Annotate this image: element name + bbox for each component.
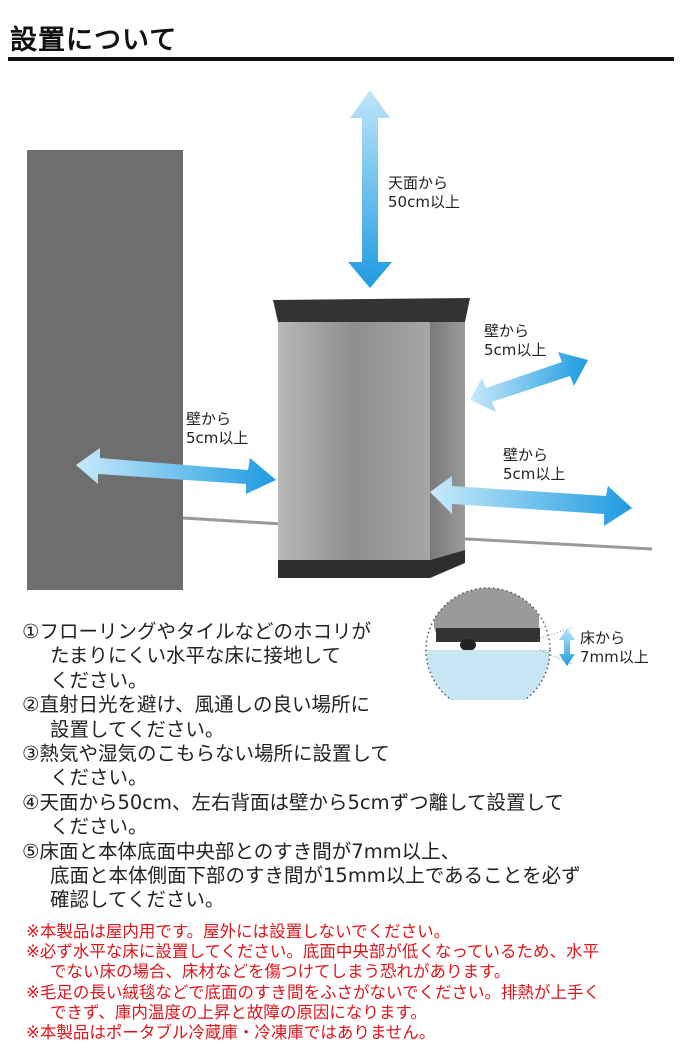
label-line: 50cm以上 — [388, 193, 460, 211]
instruction-3-line-2: ください。 — [50, 766, 148, 790]
label-line: 5cm以上 — [503, 465, 566, 483]
arrow-right — [430, 476, 632, 526]
installation-diagram — [27, 90, 653, 700]
label-line: 7mm以上 — [580, 648, 649, 666]
instruction-4-line-2: ください。 — [50, 815, 148, 839]
label-top-clearance: 天面から 50cm以上 — [388, 174, 460, 212]
label-line: 5cm以上 — [484, 341, 547, 359]
label-left-clearance: 壁から 5cm以上 — [186, 410, 248, 448]
fridge-illustration — [273, 298, 470, 578]
arrow-top — [348, 90, 392, 288]
instruction-1-line-3: ください。 — [50, 668, 148, 692]
label-line: 天面から — [388, 174, 449, 192]
note-2-line-1: ※必ず水平な床に設置してください。底面中央部が低くなっているため、水平 — [26, 942, 600, 962]
label-right-clearance: 壁から 5cm以上 — [503, 446, 565, 484]
warning-notes: ※本製品は屋内用です。屋外には設置しないでください。 ※必ず水平な床に設置してく… — [26, 922, 600, 1043]
note-1: ※本製品は屋内用です。屋外には設置しないでください。 — [26, 922, 451, 941]
label-line: 壁から — [503, 446, 549, 464]
instruction-2-line-1: ②直射日光を避け、風通しの良い場所に — [22, 693, 371, 717]
label-back-clearance: 壁から 5cm以上 — [484, 322, 546, 360]
floor-gap-inset — [426, 588, 550, 700]
note-3-line-2: できず、庫内温度の上昇と故障の原因になります。 — [50, 1002, 427, 1022]
instruction-3-line-1: ③熱気や湿気のこもらない場所に設置して — [22, 742, 390, 766]
title-divider — [8, 57, 674, 61]
instruction-5-line-3: 確認してください。 — [50, 888, 225, 912]
label-line: 5cm以上 — [186, 429, 249, 447]
instruction-5-line-1: ⑤床面と本体底面中央部とのすき間が7mm以上、 — [22, 839, 461, 863]
note-2-line-2: でない床の場合、床材などを傷つけてしまう恐れがあります。 — [50, 962, 511, 982]
arrow-back — [470, 352, 588, 412]
arrow-left — [76, 448, 276, 494]
note-3-line-1: ※毛足の長い絨毯などで底面のすき間をふさがないでください。排熱が上手く — [26, 982, 601, 1002]
label-line: 壁から — [484, 322, 530, 340]
instruction-4-line-1: ④天面から50cm、左右背面は壁から5cmずつ離して設置して — [22, 790, 564, 814]
arrow-floor — [559, 628, 575, 666]
instruction-list: ①フローリングやタイルなどのホコリが たまりにくい水平な床に接地して ください。… — [22, 620, 581, 913]
instruction-5-line-2: 底面と本体側面下部のすき間が15mm以上であることを必ず — [50, 864, 581, 888]
note-4: ※本製品はポータブル冷蔵庫・冷凍庫ではありません。 — [26, 1023, 436, 1043]
instruction-2-line-2: 設置してください。 — [50, 717, 225, 741]
page-title: 設置について — [10, 25, 178, 56]
instruction-1-line-2: たまりにくい水平な床に接地して — [50, 644, 341, 668]
label-line: 壁から — [186, 410, 232, 428]
label-line: 床から — [580, 629, 626, 647]
instruction-1-line-1: ①フローリングやタイルなどのホコリが — [22, 620, 371, 643]
wall — [27, 150, 183, 590]
label-floor-clearance: 床から 7mm以上 — [580, 629, 649, 667]
